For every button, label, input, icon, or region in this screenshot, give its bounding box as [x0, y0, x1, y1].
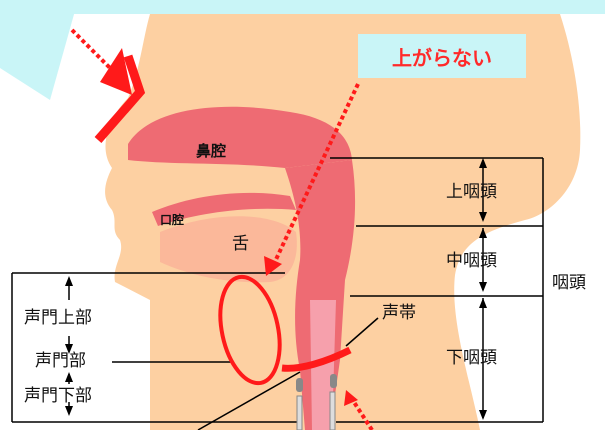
nasal-cavity-shape [128, 106, 352, 168]
label-hypopharynx: 下咽頭 [446, 348, 497, 368]
tongue-shape [160, 216, 297, 283]
label-epipharynx: 上咽頭 [446, 182, 497, 202]
label-vocal-cords: 声帯 [382, 303, 416, 323]
label-glottis: 声門部 [35, 351, 86, 371]
cyan-panel-top [70, 0, 605, 14]
callout-not-rising: 上がらない [358, 34, 526, 78]
label-subglottis: 声門下部 [24, 386, 92, 406]
label-supraglottis: 声門上部 [24, 308, 92, 328]
cyan-panel-left [0, 0, 78, 100]
dotted-arrow-callout [270, 83, 360, 269]
nose-red-mark [94, 54, 146, 143]
label-pharynx: 咽頭 [552, 273, 586, 293]
label-mesopharynx: 中咽頭 [446, 251, 497, 271]
vocal-cord-red-mark [281, 346, 352, 372]
highlight-ellipse [218, 274, 282, 386]
label-oral-cavity: 口腔 [160, 213, 185, 227]
label-nasal-cavity: 鼻腔 [196, 142, 227, 160]
arrow-head-top-left [100, 48, 132, 95]
label-tongue: 舌 [232, 234, 249, 254]
callout-text: 上がらない [392, 45, 492, 70]
pharynx-shape [285, 160, 356, 430]
oral-cavity-shape [152, 192, 296, 226]
